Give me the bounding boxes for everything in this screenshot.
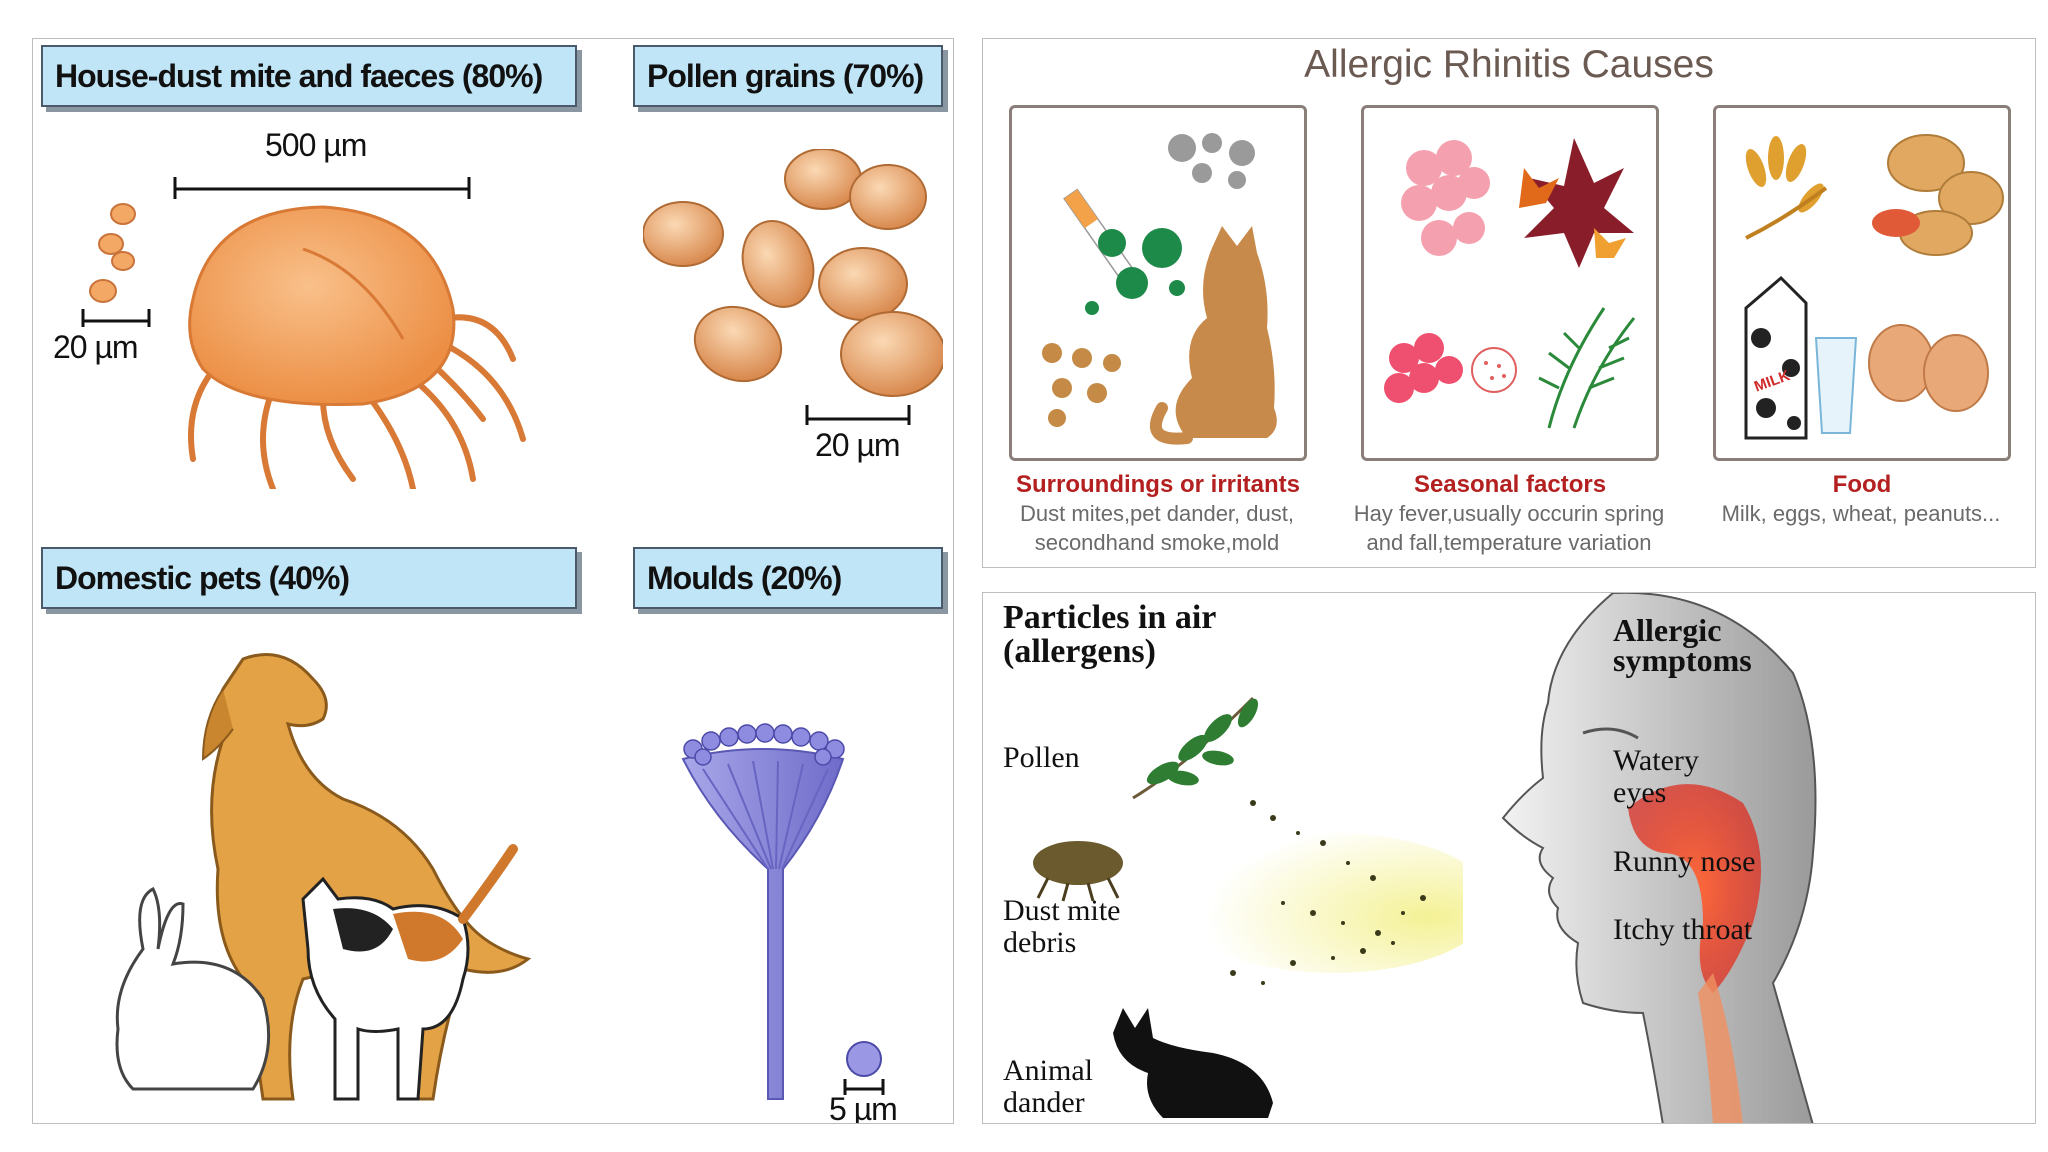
cause-box-surroundings xyxy=(1009,105,1307,461)
pollen-scale-text: 20 µm xyxy=(815,427,901,463)
pollen-label: Pollen grains (70%) xyxy=(633,45,943,107)
watery-line: Watery xyxy=(1613,744,1699,777)
pets-label: Domestic pets (40%) xyxy=(41,547,577,609)
cause-title-surroundings: Surroundings or irritants xyxy=(1015,471,1300,498)
causes-title: Allergic Rhinitis Causes xyxy=(1304,43,1714,86)
mould-illustration xyxy=(681,723,845,1100)
particles-heading: Particles in air (allergens) xyxy=(1003,601,1216,669)
cause-desc-line: Milk, eggs, wheat, peanuts... xyxy=(1721,501,2001,526)
cause-box-seasonal xyxy=(1361,105,1659,461)
animal-line: dander xyxy=(1003,1086,1085,1119)
watery-eyes-text: Watery eyes xyxy=(1613,745,1699,809)
mould-spore xyxy=(843,1041,885,1095)
heading-line: Particles in air xyxy=(1003,599,1217,636)
cause-desc-line: Hay fever,usually occurin spring xyxy=(1353,501,1665,526)
runny-nose-text: Runny nose xyxy=(1613,845,1756,878)
cause-desc-line: and fall,temperature variation xyxy=(1366,530,1652,555)
cause-title-seasonal: Seasonal factors xyxy=(1413,471,1607,498)
cause-desc-seasonal: Hay fever,usually occurin spring and fal… xyxy=(1339,499,1679,557)
dust-mite-icon xyxy=(1033,841,1123,902)
domestic-pets-illustration xyxy=(115,653,532,1101)
dust-line: Dust mite xyxy=(1003,894,1121,927)
mite-label: House-dust mite and faeces (80%) xyxy=(41,45,577,107)
cat-silhouette-icon xyxy=(1113,1008,1273,1118)
pollen-grains-illustration xyxy=(643,149,943,397)
heading-line: (allergens) xyxy=(1003,633,1156,670)
face-profile-illustration xyxy=(1501,593,1817,1123)
dust-mite-illustration xyxy=(188,205,526,489)
mite-faeces-illustration xyxy=(81,203,151,327)
airborne-allergens-panel: Particles in air (allergens) Pollen Dust… xyxy=(982,592,2036,1124)
mite-faeces-scale-text: 20 µm xyxy=(53,329,139,365)
pollen-label-text: Pollen xyxy=(1003,741,1080,774)
moulds-label: Moulds (20%) xyxy=(633,547,943,609)
symptoms-line: Allergic xyxy=(1613,612,1722,648)
pollen-branch-icon xyxy=(1132,696,1259,800)
symptoms-line: symptoms xyxy=(1613,642,1752,678)
watery-line: eyes xyxy=(1613,776,1667,809)
cause-desc-surroundings: Dust mites,pet dander, dust, secondhand … xyxy=(987,499,1327,557)
dust-line: debris xyxy=(1003,926,1077,959)
airborne-particles xyxy=(1173,800,1463,985)
mould-spore-scale-text: 5 µm xyxy=(829,1091,898,1124)
animal-line: Animal xyxy=(1003,1054,1093,1087)
cause-title-food: Food xyxy=(1832,471,1892,498)
cause-box-food: MILK xyxy=(1713,105,2011,461)
animal-dander-label-text: Animal dander xyxy=(1003,1055,1093,1119)
cause-desc-line: secondhand smoke,mold xyxy=(1034,530,1280,555)
irritants-illustration xyxy=(1042,133,1277,445)
causes-panel: Allergic Rhinitis Causes xyxy=(982,38,2036,568)
itchy-throat-text: Itchy throat xyxy=(1613,913,1753,946)
mite-body-scale-text: 500 µm xyxy=(265,127,367,163)
mite-body-scale-bar xyxy=(173,177,471,199)
allergen-sources-panel: House-dust mite and faeces (80%) Pollen … xyxy=(32,38,954,1124)
food-illustration: MILK xyxy=(1744,134,2004,440)
cause-desc-line: Dust mites,pet dander, dust, xyxy=(1020,501,1294,526)
seasonal-illustration xyxy=(1384,138,1636,429)
pollen-scale-bar xyxy=(805,405,911,425)
dust-mite-label-text: Dust mite debris xyxy=(1003,895,1121,959)
symptoms-heading: Allergic symptoms xyxy=(1613,612,1752,678)
cause-desc-food: Milk, eggs, wheat, peanuts... xyxy=(1691,499,2031,528)
